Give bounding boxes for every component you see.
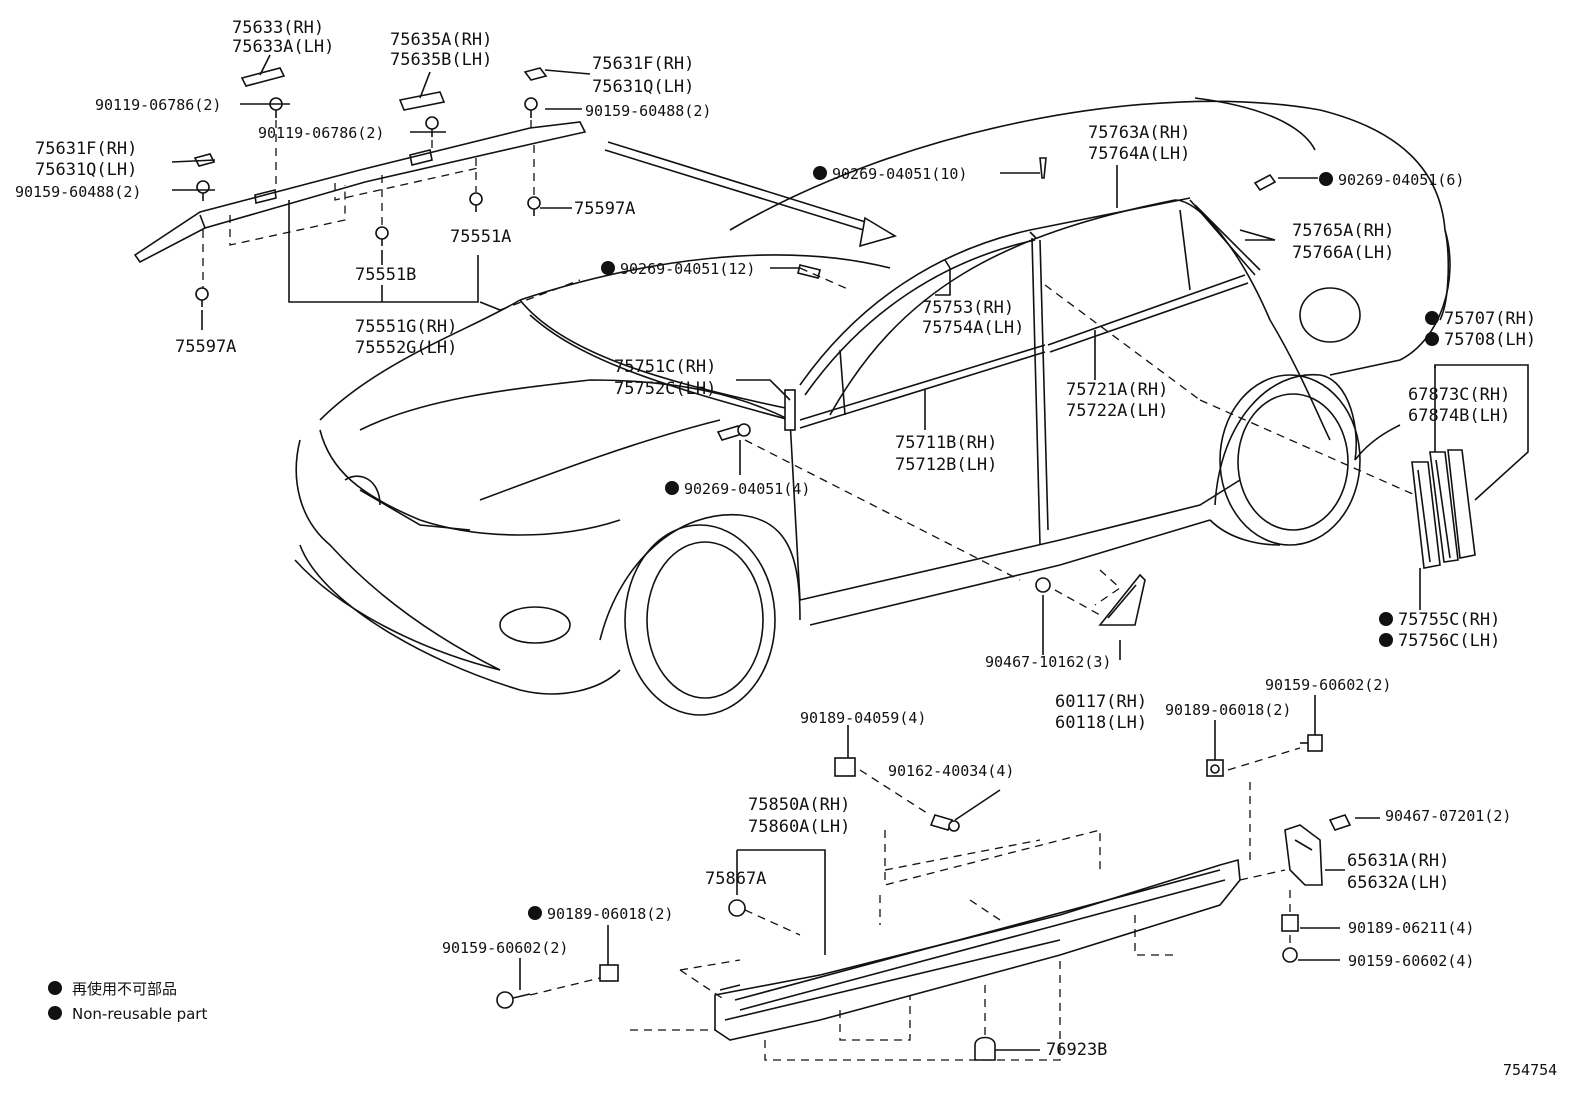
label-75708: 75708(LH) (1444, 330, 1536, 350)
label-67873: 67873C(RH) (1408, 385, 1510, 405)
label-90119b: 90119-06786(2) (258, 124, 384, 142)
diagram-id: 754754 (1503, 1061, 1557, 1079)
label-75867: 75867A (705, 869, 766, 889)
label-75551a: 75551A (450, 227, 511, 247)
label-75755: 75755C(RH) (1398, 610, 1500, 630)
legend-en: Non-reusable part (72, 1005, 207, 1023)
legend-jp: 再使用不可部品 (72, 980, 177, 998)
rocker-panel (714, 858, 1241, 1041)
label-75860: 75860A(LH) (748, 817, 850, 837)
label-90467a: 90467-10162(3) (985, 653, 1111, 671)
label-75756: 75756C(LH) (1398, 631, 1500, 651)
label-75631top-lh: 75631Q(LH) (592, 77, 694, 97)
label-75633-rh: 75633(RH) (232, 18, 324, 38)
label-75712: 75712B(LH) (895, 455, 997, 475)
label-90159-602b: 90159-60602(2) (1265, 676, 1391, 694)
nonreusable-marker (665, 481, 679, 495)
label-90162: 90162-40034(4) (888, 762, 1014, 780)
label-75597a-top: 75597A (574, 199, 635, 219)
label-67874: 67874B(LH) (1408, 406, 1510, 426)
label-75631left-rh: 75631F(RH) (35, 139, 137, 159)
rocker-fasteners (496, 734, 1352, 1061)
label-65632: 65632A(LH) (1347, 873, 1449, 893)
legend-marker (48, 1006, 62, 1020)
label-90189-6018a: 90189-06018(2) (547, 905, 673, 923)
label-90467b: 90467-07201(2) (1385, 807, 1511, 825)
rear-pillar-garnish (1411, 449, 1476, 569)
part-labels: 75633(RH) 75633A(LH) 75635A(RH) 75635B(L… (15, 18, 1536, 1060)
legend: 再使用不可部品 Non-reusable part (48, 980, 207, 1023)
label-75754: 75754A(LH) (922, 318, 1024, 338)
label-75551g: 75551G(RH) (355, 317, 457, 337)
mold-clips (716, 157, 1277, 593)
label-75597a-bottom: 75597A (175, 337, 236, 357)
nonreusable-marker (1379, 612, 1393, 626)
label-75752: 75752C(LH) (614, 379, 716, 399)
label-90269-4: 90269-04051(4) (684, 480, 810, 498)
label-75552g: 75552G(LH) (355, 338, 457, 358)
label-90269-10: 90269-04051(10) (832, 165, 967, 183)
mold-leaders (736, 165, 1529, 616)
label-90269-6: 90269-04051(6) (1338, 171, 1464, 189)
legend-marker (48, 981, 62, 995)
label-75711: 75711B(RH) (895, 433, 997, 453)
label-60117: 60117(RH) (1055, 692, 1147, 712)
label-75850: 75850A(RH) (748, 795, 850, 815)
label-75633-lh: 75633A(LH) (232, 37, 334, 57)
label-75551b: 75551B (355, 265, 416, 285)
label-90159a: 90159-60488(2) (585, 102, 711, 120)
rocker-dash-boxes (630, 747, 1301, 1061)
nonreusable-marker (601, 261, 615, 275)
label-75635-rh: 75635A(RH) (390, 30, 492, 50)
label-75753: 75753(RH) (922, 298, 1014, 318)
label-75721: 75721A(RH) (1066, 380, 1168, 400)
label-90189-6018b: 90189-06018(2) (1165, 701, 1291, 719)
label-75751: 75751C(RH) (614, 357, 716, 377)
rocker-bracket (1284, 824, 1323, 886)
label-90159b: 90159-60488(2) (15, 183, 141, 201)
roof-rail (133, 121, 587, 264)
rail-leaders (171, 54, 591, 330)
label-75631left-lh: 75631Q(LH) (35, 160, 137, 180)
label-75707: 75707(RH) (1444, 309, 1536, 329)
label-90189-6211: 90189-06211(4) (1348, 919, 1474, 937)
nonreusable-marker (1319, 172, 1333, 186)
label-65631: 65631A(RH) (1347, 851, 1449, 871)
label-75763: 75763A(RH) (1088, 123, 1190, 143)
nonreusable-marker (1425, 311, 1439, 325)
car-body (294, 97, 1451, 716)
label-75766: 75766A(LH) (1292, 243, 1394, 263)
label-90159-602c: 90159-60602(4) (1348, 952, 1474, 970)
label-90269-12: 90269-04051(12) (620, 260, 755, 278)
label-75635-lh: 75635B(LH) (390, 50, 492, 70)
label-75722: 75722A(LH) (1066, 401, 1168, 421)
nonreusable-marker (813, 166, 827, 180)
label-90189-4059: 90189-04059(4) (800, 709, 926, 727)
mud-flap (1042, 569, 1146, 660)
label-75631top-rh: 75631F(RH) (592, 54, 694, 74)
rail-bolts (195, 97, 541, 307)
label-75765: 75765A(RH) (1292, 221, 1394, 241)
label-90159-602a: 90159-60602(2) (442, 939, 568, 957)
nonreusable-marker (528, 906, 542, 920)
label-75764: 75764A(LH) (1088, 144, 1190, 164)
direction-arrow (604, 141, 897, 248)
label-60118: 60118(LH) (1055, 713, 1147, 733)
nonreusable-marker (1425, 332, 1439, 346)
label-90119a: 90119-06786(2) (95, 96, 221, 114)
window-moldings (784, 197, 1261, 431)
rocker-leaders (519, 695, 1380, 1051)
label-76923: 76923B (1046, 1040, 1107, 1060)
nonreusable-marker (1379, 633, 1393, 647)
